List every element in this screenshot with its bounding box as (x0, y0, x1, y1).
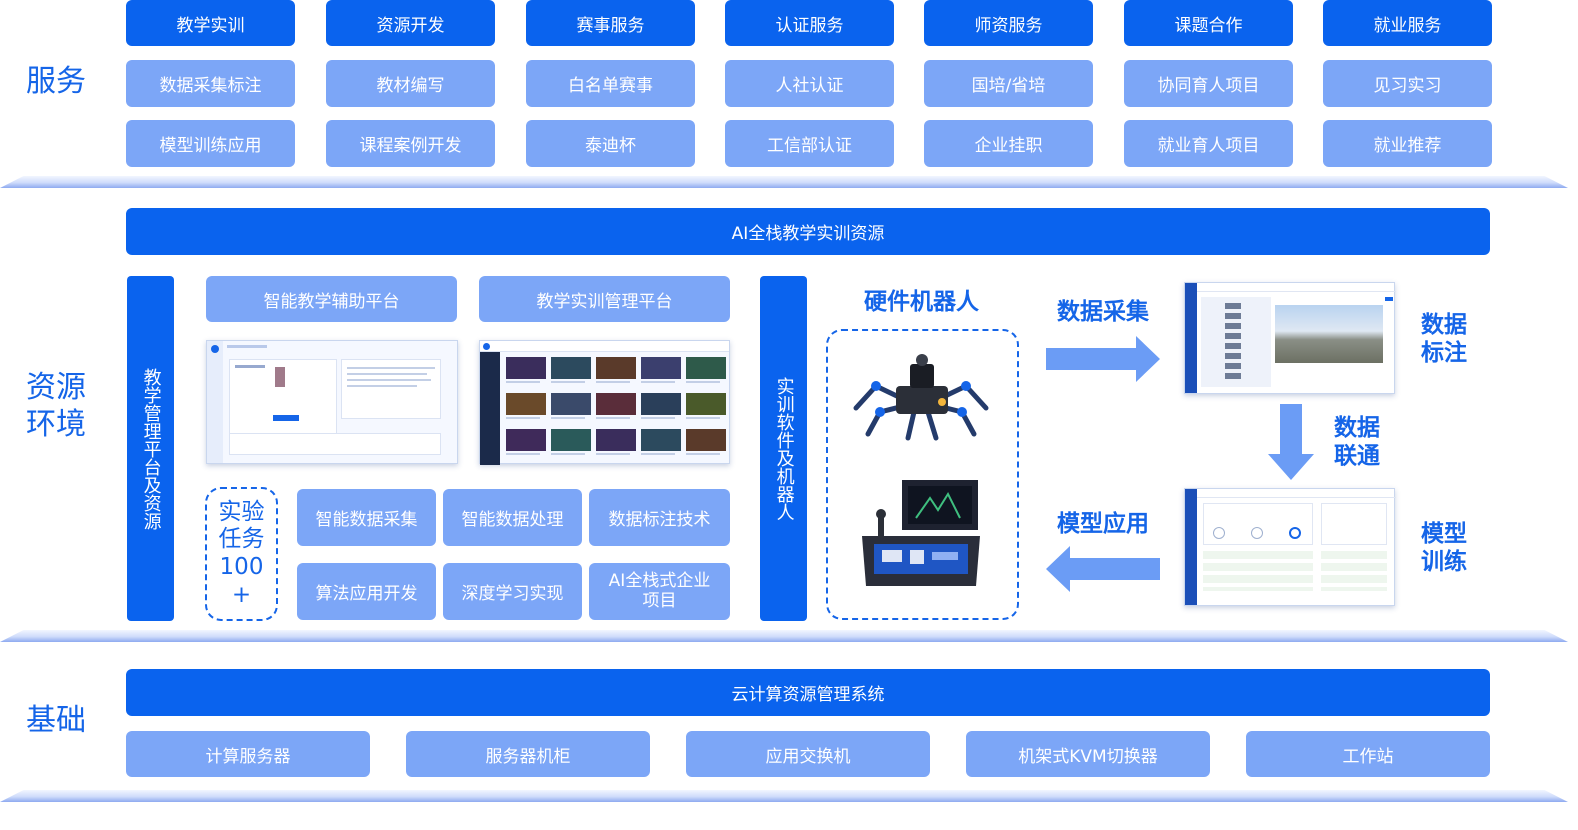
base-item-1[interactable]: 计算服务器 (126, 731, 370, 777)
course-tile (596, 429, 636, 451)
base-item-4[interactable]: 机架式KVM切换器 (966, 731, 1210, 777)
arrow-down-icon (1268, 404, 1314, 480)
service-header-1-7[interactable]: 就业服务 (1323, 0, 1492, 46)
base-item-2[interactable]: 服务器机柜 (406, 731, 650, 777)
course-tile-caption (596, 381, 630, 383)
service-item-2-4[interactable]: 人社认证 (725, 60, 894, 107)
service-header-1-6[interactable]: 课题合作 (1124, 0, 1293, 46)
section-label-base: 基础 (26, 703, 86, 738)
software-robot-bar: 实训软件及机器人 (760, 276, 807, 621)
skill-deep-learning[interactable]: 深度学习实现 (443, 563, 582, 620)
flow-link-text: 数据联通 (1334, 415, 1380, 470)
course-tile-caption (686, 417, 720, 419)
course-tile-caption (551, 453, 585, 455)
skill-data-collect[interactable]: 智能数据采集 (297, 489, 436, 546)
course-tile-caption (596, 453, 630, 455)
skill-enterprise-project-label: AI全栈式企业项目 (608, 570, 711, 611)
platform-training[interactable]: 教学实训管理平台 (479, 276, 730, 322)
course-tile (506, 429, 546, 451)
service-item-3-1[interactable]: 模型训练应用 (126, 120, 295, 167)
service-item-2-6[interactable]: 协同育人项目 (1124, 60, 1293, 107)
robot-spider-image (853, 354, 989, 441)
course-tile-caption (596, 417, 630, 419)
robot-title: 硬件机器人 (864, 289, 979, 315)
experiment-task-box: 实验任务100+ (205, 487, 278, 621)
cloud-management-banner: 云计算资源管理系统 (126, 669, 1490, 716)
resource-shelf (0, 630, 1568, 642)
flow-collect-label: 数据采集 (1057, 299, 1149, 325)
service-item-3-4[interactable]: 工信部认证 (725, 120, 894, 167)
assist-platform-screenshot (206, 340, 458, 464)
base-item-3[interactable]: 应用交换机 (686, 731, 930, 777)
service-header-1-4[interactable]: 认证服务 (725, 0, 894, 46)
course-tile (551, 357, 591, 379)
arrow-right-icon (1046, 336, 1160, 382)
service-header-1-3[interactable]: 赛事服务 (526, 0, 695, 46)
course-tile (596, 393, 636, 415)
flow-train-text: 模型训练 (1421, 521, 1467, 576)
service-shelf (0, 176, 1568, 188)
course-tile-caption (686, 453, 720, 455)
service-item-3-5[interactable]: 企业挂职 (924, 120, 1093, 167)
platform-assist[interactable]: 智能教学辅助平台 (206, 276, 457, 322)
teaching-platform-bar: 教学管理平台及资源 (127, 276, 174, 621)
course-tile-caption (551, 417, 585, 419)
flow-link-label: 数据联通 (1334, 414, 1384, 470)
service-header-1-5[interactable]: 师资服务 (924, 0, 1093, 46)
course-tile (641, 393, 681, 415)
service-item-2-2[interactable]: 教材编写 (326, 60, 495, 107)
service-item-3-2[interactable]: 课程案例开发 (326, 120, 495, 167)
course-tile (686, 393, 726, 415)
service-item-2-7[interactable]: 见习实习 (1323, 60, 1492, 107)
course-tile-caption (641, 417, 675, 419)
course-tile (506, 393, 546, 415)
base-item-5[interactable]: 工作站 (1246, 731, 1490, 777)
annotation-screenshot (1184, 282, 1396, 394)
course-tile (506, 357, 546, 379)
arrow-left-icon (1046, 546, 1160, 592)
course-tile (686, 357, 726, 379)
course-tile-caption (506, 453, 540, 455)
course-tile (686, 429, 726, 451)
service-item-3-3[interactable]: 泰迪杯 (526, 120, 695, 167)
flow-label-text: 数据标注 (1421, 312, 1467, 367)
course-tile-caption (551, 381, 585, 383)
robot-kit-case-image (862, 480, 980, 586)
flow-apply-label: 模型应用 (1057, 511, 1149, 537)
course-tile (641, 429, 681, 451)
service-item-2-3[interactable]: 白名单赛事 (526, 60, 695, 107)
course-tile (641, 357, 681, 379)
service-item-3-6[interactable]: 就业育人项目 (1124, 120, 1293, 167)
training-screenshot (1184, 488, 1396, 606)
course-tile (551, 429, 591, 451)
service-header-1-2[interactable]: 资源开发 (326, 0, 495, 46)
course-tile-caption (506, 417, 540, 419)
skill-enterprise-project[interactable]: AI全栈式企业项目 (589, 563, 730, 620)
skill-algorithm-dev[interactable]: 算法应用开发 (297, 563, 436, 620)
base-shelf (0, 790, 1568, 802)
training-platform-screenshot (479, 340, 730, 465)
flow-train-label: 模型训练 (1421, 520, 1471, 576)
ai-resource-banner: AI全栈教学实训资源 (126, 208, 1490, 255)
service-header-1-1[interactable]: 教学实训 (126, 0, 295, 46)
service-item-3-7[interactable]: 就业推荐 (1323, 120, 1492, 167)
course-tile-caption (506, 381, 540, 383)
course-tile-caption (641, 453, 675, 455)
course-tile-caption (686, 381, 720, 383)
section-label-service: 服务 (26, 64, 86, 99)
course-tile (551, 393, 591, 415)
course-tile-caption (641, 381, 675, 383)
service-item-2-1[interactable]: 数据采集标注 (126, 60, 295, 107)
section-label-resource: 资源环境 (26, 370, 86, 442)
course-tile (596, 357, 636, 379)
robot-box (826, 329, 1019, 620)
service-item-2-5[interactable]: 国培/省培 (924, 60, 1093, 107)
skill-data-process[interactable]: 智能数据处理 (443, 489, 582, 546)
experiment-task-label: 实验任务100+ (218, 498, 265, 608)
skill-data-label[interactable]: 数据标注技术 (589, 489, 730, 546)
flow-label-label: 数据标注 (1421, 311, 1471, 367)
